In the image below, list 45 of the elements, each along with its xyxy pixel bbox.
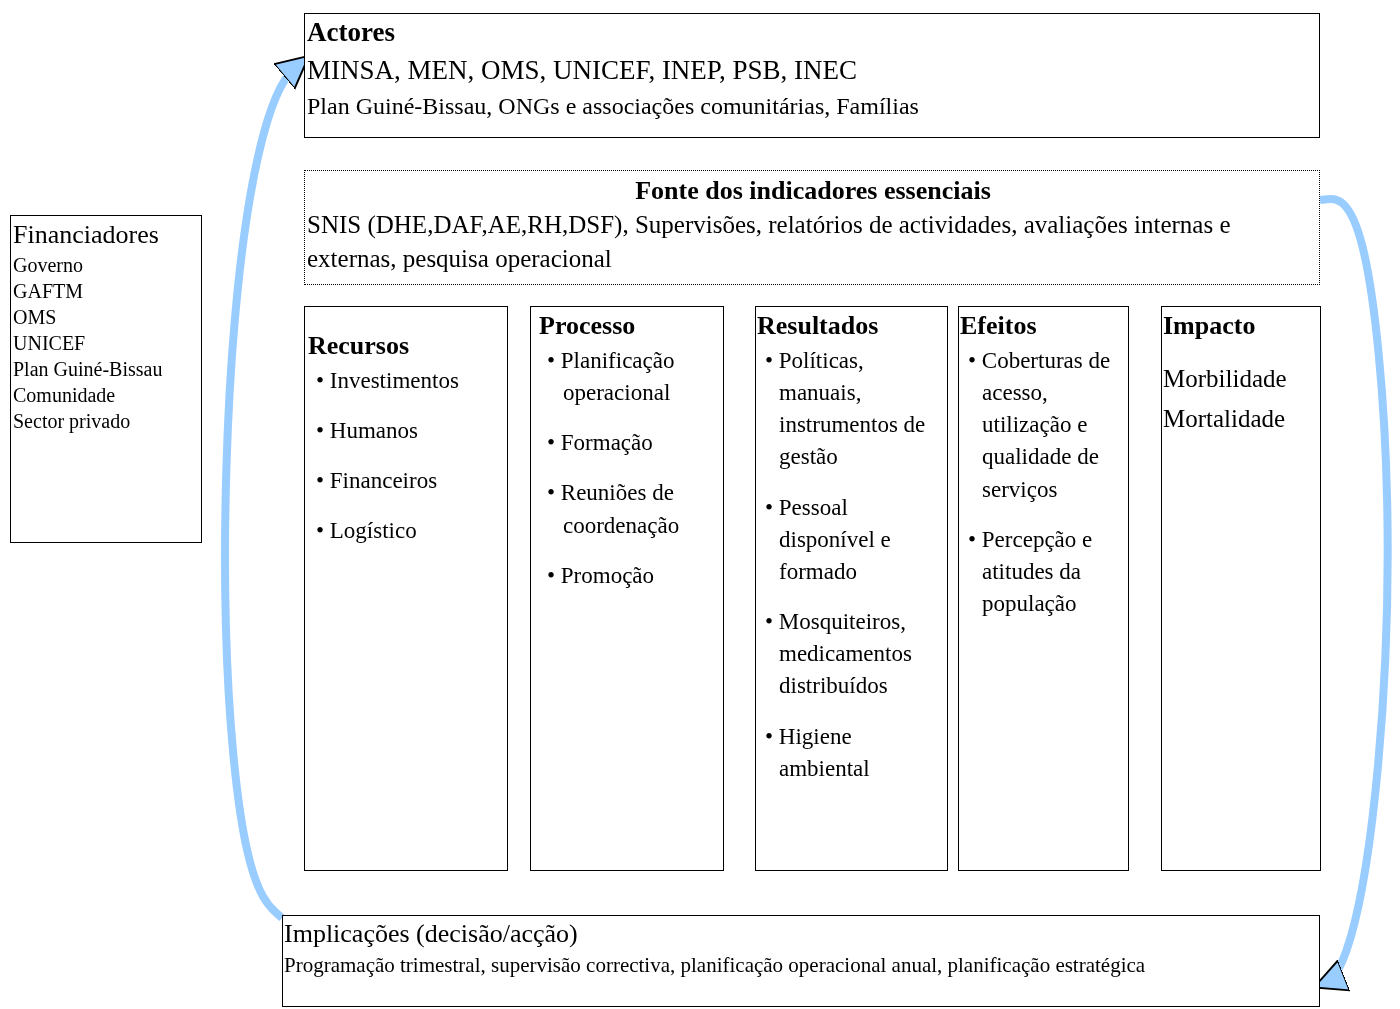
bullet-item: • Formação — [546, 429, 654, 458]
column-box — [958, 306, 1129, 871]
body-text: GAFTM — [13, 278, 84, 304]
body-text: Plan Guiné-Bissau, ONGs e associações comunitárias, Famílias — [307, 91, 920, 121]
bullet-item: • Financeiros — [315, 467, 439, 496]
body-text: UNICEF — [13, 330, 87, 356]
bullet-item: • Políticas, manuais, instrumentos de gestão — [764, 346, 927, 472]
heading: Recursos — [308, 330, 411, 362]
body-text: SNIS (DHE,DAF,AE,RH,DSF), Supervisões, relatórios de actividades, avaliações internas e externas, pesquisa operacional — [307, 210, 1232, 274]
bullet-item: • Reuniões de coordenação — [546, 479, 681, 540]
bullet-item: • Mosquiteiros, medicamentos distribuídos — [764, 608, 913, 701]
bullet-item: • Higiene ambiental — [764, 722, 871, 783]
body-text: Sector privado — [13, 408, 132, 434]
body-text: Morbilidade — [1163, 363, 1288, 394]
heading: Fonte dos indicadores essenciais — [634, 175, 992, 207]
heading: Resultados — [757, 310, 880, 342]
heading: Actores — [307, 16, 396, 49]
body-text: Programação trimestral, supervisão correctiva, planificação operacional anual, planificação estratégica — [284, 952, 1147, 980]
heading: Financiadores — [13, 219, 160, 251]
body-text: Comunidade — [13, 382, 117, 408]
bullet-item: • Pessoal disponível e formado — [764, 493, 892, 586]
column-box — [530, 306, 724, 871]
body-text: Governo — [13, 252, 84, 278]
bullet-item: • Humanos — [315, 417, 419, 445]
heading: Efeitos — [960, 310, 1038, 342]
bullet-item: • Promoção — [546, 561, 656, 590]
bullet-item: • Logístico — [315, 517, 418, 546]
body-text: OMS — [13, 304, 58, 330]
column-box — [1161, 306, 1321, 871]
heading: Processo — [539, 310, 637, 342]
bullet-item: • Percepção e atitudes da população — [967, 525, 1094, 619]
info-box — [304, 13, 1320, 138]
body-text: MINSA, MEN, OMS, UNICEF, INEP, PSB, INEC — [307, 53, 858, 87]
bullet-item: • Coberturas de acesso, utilização e qualidade de serviços — [967, 346, 1112, 504]
bullet-item: • Investimentos — [315, 366, 460, 395]
body-text: Mortalidade — [1163, 404, 1287, 435]
info-box — [304, 170, 1320, 285]
funders-box — [10, 215, 202, 543]
heading: Impacto — [1163, 310, 1257, 342]
bullet-item: • Planificação operacional — [546, 346, 676, 407]
heading: Implicações (decisão/acção) — [284, 918, 579, 950]
body-text: Plan Guiné-Bissau — [13, 356, 164, 382]
column-box — [304, 306, 508, 871]
info-box — [282, 915, 1320, 1007]
column-box — [755, 306, 948, 871]
